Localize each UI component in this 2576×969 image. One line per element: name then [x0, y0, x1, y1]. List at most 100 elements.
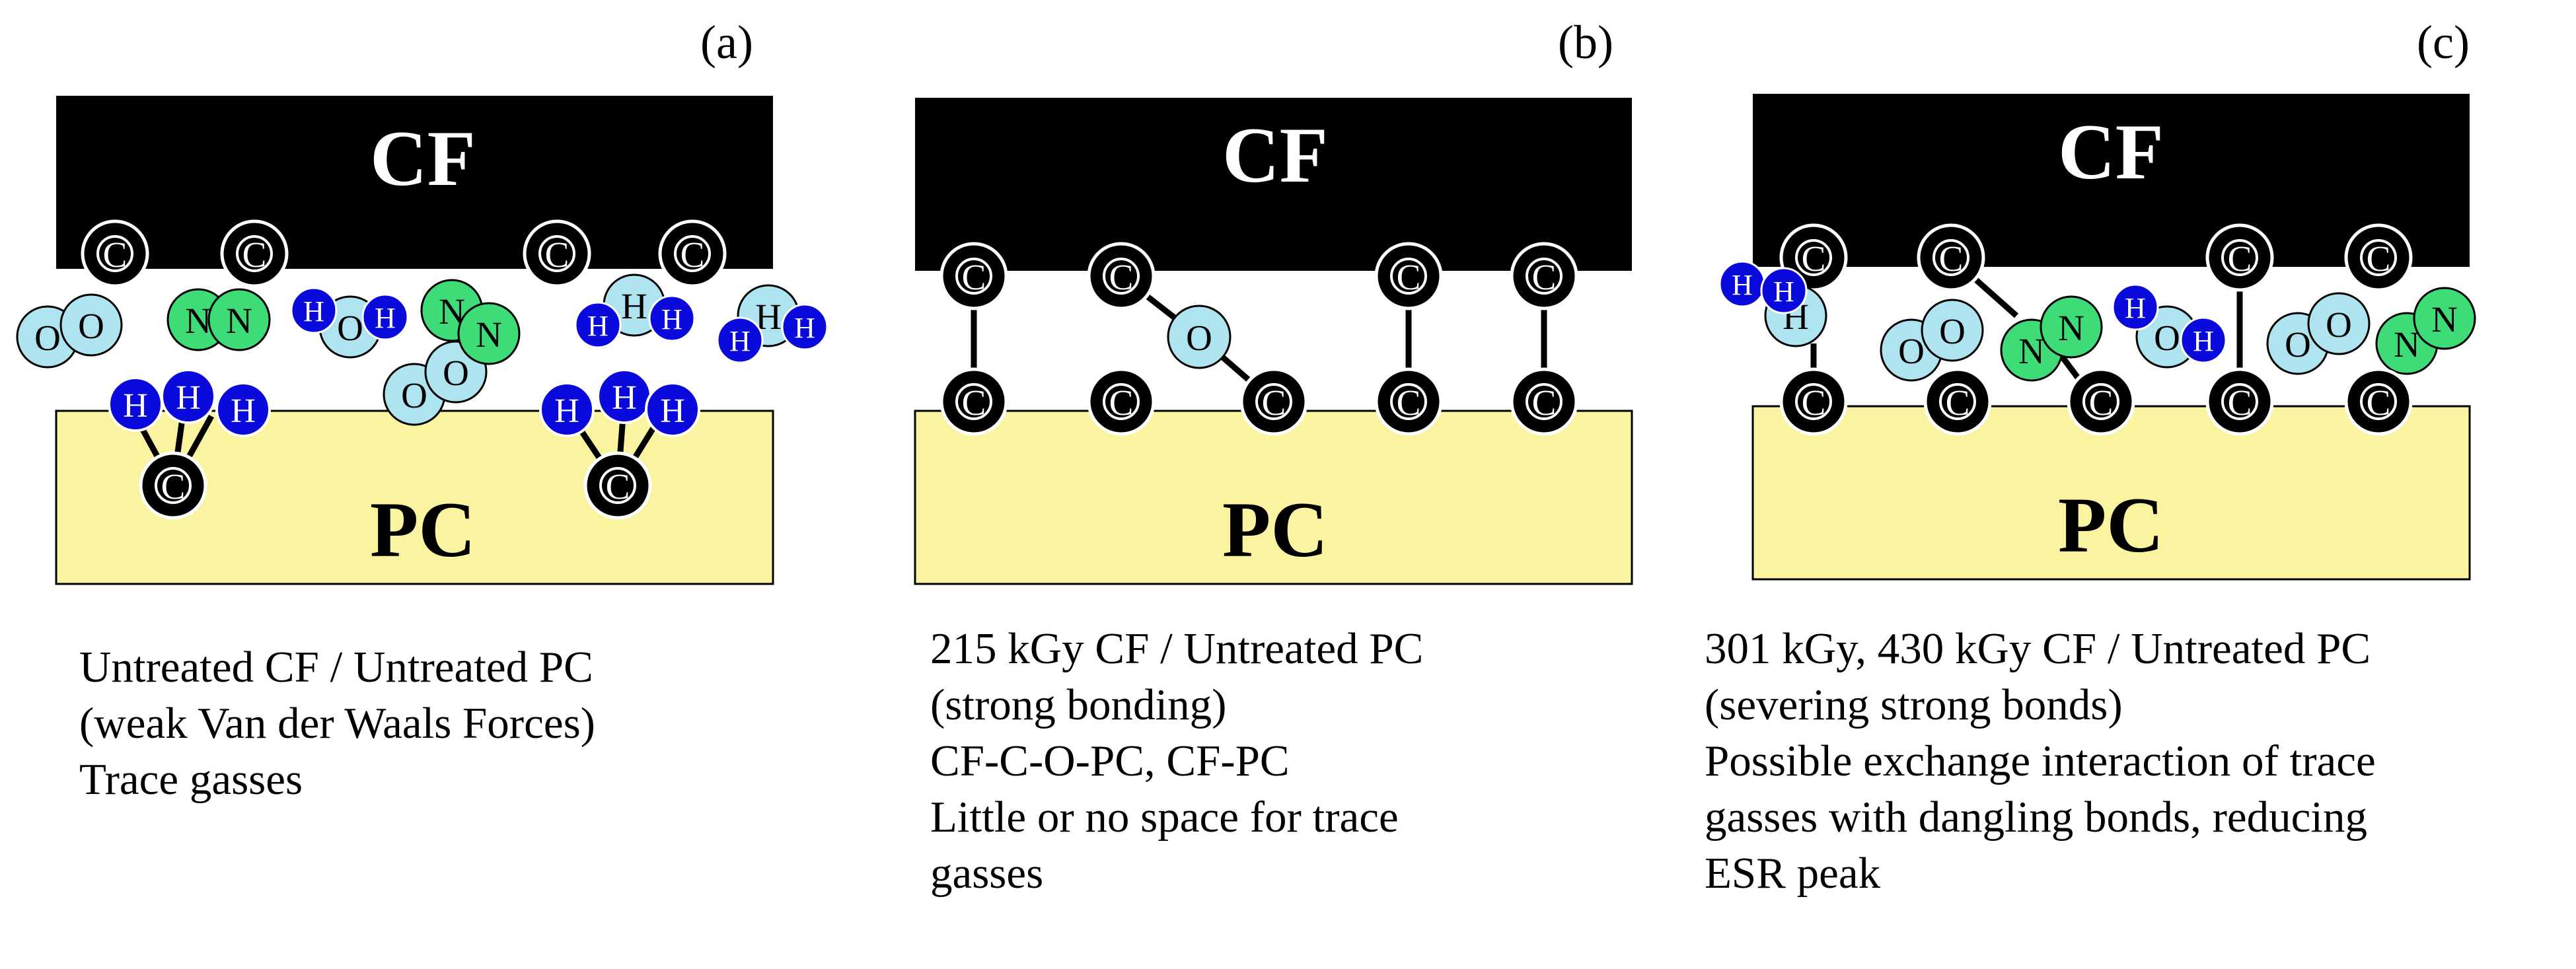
pc-block-c-label: PC — [2058, 481, 2164, 569]
svg-text:H: H — [2193, 325, 2214, 357]
panel-c-label: (c) — [2417, 16, 2470, 69]
svg-text:H: H — [660, 392, 685, 430]
caption-a-line: Trace gasses — [79, 755, 303, 804]
svg-text:O: O — [2154, 318, 2180, 358]
svg-text:C: C — [545, 234, 570, 275]
svg-text:N: N — [2018, 331, 2045, 371]
svg-text:C: C — [103, 234, 128, 275]
carbon-atom: C — [658, 219, 727, 288]
svg-text:O: O — [1186, 318, 1212, 358]
carbon-atom: C — [939, 367, 1008, 436]
carbon-atom: C — [1087, 367, 1156, 436]
svg-text:O: O — [2285, 324, 2311, 365]
svg-text:C: C — [1802, 238, 1826, 279]
carbon-atom: C — [1510, 242, 1578, 310]
water-molecule: O H H — [2112, 283, 2227, 369]
cf-block-a — [56, 96, 773, 269]
carbon-atom: C — [2067, 367, 2135, 436]
svg-text:C: C — [1946, 382, 1970, 423]
svg-text:O: O — [1898, 331, 1925, 371]
svg-text:H: H — [661, 303, 682, 336]
svg-text:H: H — [176, 379, 201, 417]
carbon-atom: C — [2344, 367, 2413, 436]
svg-text:N: N — [2394, 324, 2420, 365]
panel-a: (a) CF PC C C C C O O O O N N N N O H — [16, 16, 828, 585]
svg-text:C: C — [1397, 382, 1421, 423]
water-molecule: H H H — [1718, 260, 1827, 347]
carbon-atom: C — [2205, 367, 2274, 436]
svg-text:O: O — [78, 306, 104, 346]
carbon-atom: C — [1510, 367, 1578, 436]
svg-text:C: C — [1262, 382, 1286, 423]
svg-text:H: H — [587, 310, 608, 342]
svg-text:O: O — [1939, 311, 1966, 351]
svg-text:C: C — [1939, 238, 1964, 279]
carbon-atom: C — [2344, 223, 2413, 292]
carbon-atom: C — [1374, 367, 1443, 436]
svg-text:C: C — [962, 382, 986, 423]
nitrogen-molecule: N N — [2375, 287, 2476, 375]
nitrogen-molecule: N N — [2000, 295, 2103, 382]
caption-c-line: gasses with dangling bonds, reducing — [1705, 793, 2368, 842]
svg-text:H: H — [612, 379, 637, 417]
svg-text:N: N — [185, 301, 211, 341]
svg-text:O: O — [2326, 305, 2352, 345]
svg-text:H: H — [231, 392, 256, 430]
nitrogen-molecule: N N — [420, 279, 521, 365]
svg-text:O: O — [401, 375, 427, 415]
caption-c-line: (severing strong bonds) — [1705, 680, 2123, 729]
pc-block-a-label: PC — [370, 485, 476, 573]
carbon-atom: C — [1087, 242, 1156, 310]
svg-text:C: C — [1109, 257, 1134, 297]
panel-b-label: (b) — [1558, 16, 1613, 69]
carbon-atom: C — [2205, 223, 2274, 292]
caption-c-line: 301 kGy, 430 kGy CF / Untreated PC — [1705, 624, 2371, 673]
svg-text:C: C — [681, 234, 705, 275]
pc-block-b — [914, 410, 1633, 585]
panel-c: (c) CF PC C C C C H H H O O N N — [1718, 16, 2476, 581]
svg-text:H: H — [794, 312, 815, 344]
svg-text:C: C — [1109, 382, 1134, 423]
svg-text:H: H — [554, 392, 579, 430]
oxygen-molecule: O O — [16, 293, 123, 369]
caption-b-line: 215 kGy CF / Untreated PC — [930, 624, 1424, 673]
svg-text:H: H — [375, 302, 396, 334]
carbon-atom: C — [1917, 223, 1985, 292]
caption-b: 215 kGy CF / Untreated PC (strong bondin… — [930, 621, 1423, 902]
panel-b: (b) CF PC C C C C O C C C C C — [914, 16, 1633, 585]
water-molecule: O H H — [290, 287, 409, 359]
carbon-atom: C — [1374, 242, 1443, 310]
caption-c-line: ESR peak — [1705, 849, 1881, 898]
caption-b-line: CF-C-O-PC, CF-PC — [930, 736, 1290, 785]
svg-text:C: C — [1532, 382, 1557, 423]
svg-text:H: H — [621, 286, 647, 326]
svg-text:C: C — [1802, 382, 1826, 423]
svg-text:C: C — [962, 257, 986, 297]
cf-block-b-label: CF — [1222, 111, 1328, 199]
caption-b-line: gasses — [930, 849, 1044, 898]
svg-text:C: C — [1397, 257, 1421, 297]
carbon-atom: C — [1239, 367, 1308, 436]
carbon-atom: C — [1779, 367, 1848, 436]
svg-text:C: C — [606, 466, 630, 507]
pc-block-b-label: PC — [1222, 485, 1328, 573]
caption-c-line: Possible exchange interaction of trace — [1705, 736, 2376, 785]
caption-a-line: (weak Van der Waals Forces) — [79, 699, 595, 748]
cf-block-b — [915, 98, 1632, 271]
caption-a-line: Untreated CF / Untreated PC — [79, 643, 593, 692]
caption-c: 301 kGy, 430 kGy CF / Untreated PC (seve… — [1705, 621, 2376, 902]
methyl-group: H H H C — [108, 369, 271, 520]
panel-a-label: (a) — [700, 16, 753, 69]
carbon-atom: C — [523, 219, 591, 288]
svg-text:O: O — [443, 353, 469, 393]
svg-text:O: O — [34, 318, 61, 358]
carbon-atom: C — [220, 219, 289, 288]
oxygen-molecule: O O — [2266, 292, 2371, 375]
methyl-group: H H H C — [539, 369, 700, 520]
cf-block-a-label: CF — [370, 114, 476, 202]
water-molecule: H H H — [574, 273, 696, 349]
carbon-atom: C — [939, 242, 1008, 310]
svg-text:N: N — [2058, 308, 2084, 348]
svg-text:N: N — [2431, 299, 2458, 340]
